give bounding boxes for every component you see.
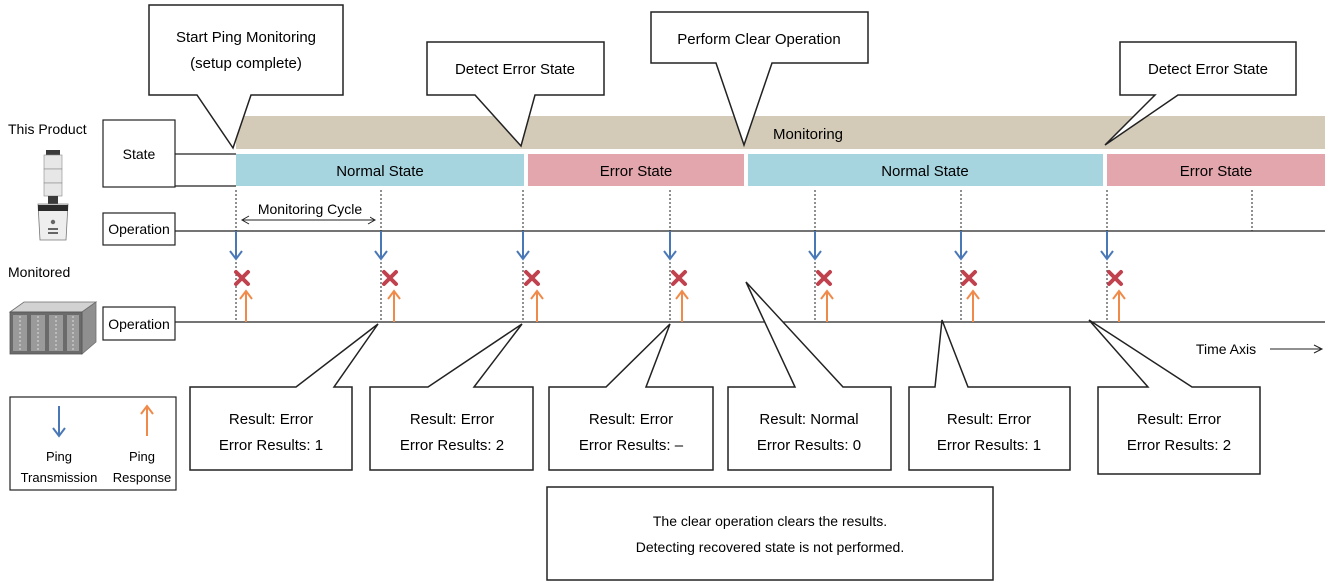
ping-transmission-arrow (808, 231, 822, 261)
time-axis-label: Time Axis (1196, 341, 1256, 357)
result-callout: Result: Error Error Results: 1 (189, 323, 379, 471)
operation-bottom-label-box (102, 306, 176, 341)
ping-transmission-arrow (229, 231, 243, 261)
result-line: Error Results: 2 (400, 437, 504, 454)
callout-text: Detect Error State (455, 61, 575, 78)
x-mark-icon (1107, 270, 1123, 286)
ping-transmission-arrow (516, 231, 530, 261)
this-product-label: This Product (8, 121, 87, 137)
state-segment-label: Error State (600, 163, 673, 180)
ping-response-arrow (966, 289, 980, 322)
result-line: Error Results: 0 (757, 437, 861, 454)
ping-transmission-arrow (954, 231, 968, 261)
x-mark-icon (382, 270, 398, 286)
ping-transmission-arrows (229, 231, 1114, 261)
x-mark-icon (671, 270, 687, 286)
legend-response-label: Response (113, 470, 172, 485)
result-callout: Result: Normal Error Results: 0 (727, 281, 892, 471)
state-label: State (123, 146, 156, 162)
monitoring-cycle-label-bg (250, 202, 370, 218)
ping-response-arrow (530, 289, 544, 322)
result-line: Error Results: 1 (937, 437, 1041, 454)
state-segment-label: Normal State (881, 163, 969, 180)
note-line: The clear operation clears the results. (653, 513, 887, 529)
time-axis-arrowhead (1313, 344, 1324, 354)
callout-detect-error-1: Detect Error State (426, 41, 605, 148)
cycle-guide-lines (235, 190, 1253, 322)
server-rack-icon (8, 301, 98, 355)
x-mark-icon (816, 270, 832, 286)
ping-response-arrow (820, 289, 834, 322)
result-line: Result: Normal (759, 411, 858, 428)
operation-top-label: Operation (108, 221, 169, 237)
result-line: Result: Error (589, 411, 673, 428)
legend-transmission-label: Ping (46, 449, 72, 464)
legend: Ping Transmission Ping Response (9, 396, 177, 491)
x-mark-icons (234, 270, 1123, 286)
state-label-box (102, 119, 176, 188)
signal-tower-icon (37, 150, 69, 241)
state-segment-label: Error State (1180, 163, 1253, 180)
result-callout: Result: Error Error Results: – (548, 323, 714, 471)
monitored-label: Monitored (8, 264, 70, 280)
ping-response-arrow (1112, 289, 1126, 322)
state-segment (528, 154, 744, 186)
result-line: Result: Error (1137, 411, 1221, 428)
result-line: Error Results: 1 (219, 437, 323, 454)
ping-transmission-arrow (374, 231, 388, 261)
state-segment (1107, 154, 1325, 186)
ping-response-legend-arrow (140, 404, 154, 436)
operation-bottom-label: Operation (108, 316, 169, 332)
callout-start-monitoring: Start Ping Monitoring (setup complete) (148, 4, 344, 150)
callout-text: Start Ping Monitoring (176, 29, 316, 46)
operation-top-label-box (102, 212, 176, 246)
x-mark-icon (524, 270, 540, 286)
state-segment (748, 154, 1103, 186)
callout-detect-error-2: Detect Error State (1104, 41, 1297, 146)
ping-transmission-arrow (663, 231, 677, 261)
state-segment-label: Normal State (336, 163, 424, 180)
note-box (546, 486, 994, 581)
result-line: Error Results: – (579, 437, 684, 454)
monitoring-cycle-arrowhead (367, 215, 377, 225)
legend-box (9, 396, 177, 491)
ping-transmission-legend-arrow (52, 406, 66, 438)
ping-transmission-arrow (1100, 231, 1114, 261)
result-callout: Result: Error Error Results: 2 (1088, 319, 1261, 475)
legend-response-label: Ping (129, 449, 155, 464)
callout-text: Perform Clear Operation (677, 31, 840, 48)
result-callout: Result: Error Error Results: 1 (908, 319, 1071, 471)
legend-transmission-label: Transmission (21, 470, 98, 485)
note-line: Detecting recovered state is not perform… (636, 539, 904, 555)
x-mark-icon (961, 270, 977, 286)
result-callout: Result: Error Error Results: 2 (369, 323, 534, 471)
x-mark-icon (234, 270, 250, 286)
ping-response-arrow (675, 289, 689, 322)
monitoring-bar (236, 116, 1325, 149)
ping-response-arrows (239, 289, 1126, 322)
result-line: Result: Error (410, 411, 494, 428)
state-segment (236, 154, 524, 186)
ping-response-arrow (239, 289, 253, 322)
callout-text: (setup complete) (190, 55, 302, 72)
result-line: Error Results: 2 (1127, 437, 1231, 454)
callout-text: Detect Error State (1148, 61, 1268, 78)
result-line: Result: Error (947, 411, 1031, 428)
callout-clear-operation: Perform Clear Operation (650, 11, 869, 148)
monitoring-cycle-arrowhead (240, 215, 250, 225)
monitoring-cycle-label: Monitoring Cycle (258, 201, 362, 217)
monitoring-bar-label: Monitoring (773, 126, 843, 143)
ping-response-arrow (387, 289, 401, 322)
result-line: Result: Error (229, 411, 313, 428)
